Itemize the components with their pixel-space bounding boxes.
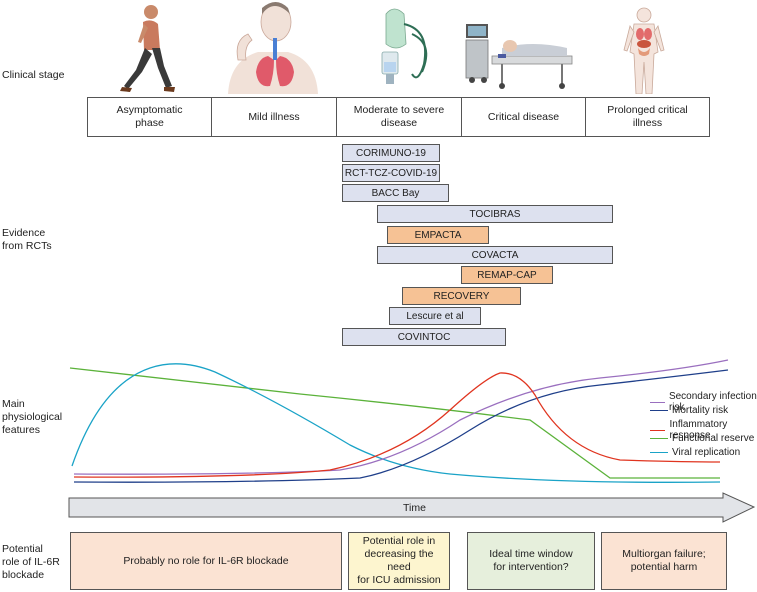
trial-recovery: RECOVERY bbox=[402, 287, 521, 305]
row-label-role: Potential role of IL-6R blockade bbox=[2, 543, 60, 582]
trial-remap-cap: REMAP-CAP bbox=[461, 266, 553, 284]
role-label-line: Multiorgan failure; bbox=[622, 548, 706, 560]
time-label: Time bbox=[403, 502, 426, 514]
row-label-clinical-stage: Clinical stage bbox=[2, 69, 65, 81]
time-arrow bbox=[68, 492, 756, 523]
curve-secondary-infection bbox=[73, 359, 729, 475]
legend-mortality: Mortality risk bbox=[650, 405, 728, 416]
role-label-line: decreasing the need bbox=[364, 548, 434, 573]
coughing-person-lungs-icon bbox=[228, 2, 318, 94]
row-label-role-line: Potential bbox=[2, 543, 43, 555]
stage-critical: Critical disease bbox=[461, 97, 586, 137]
trial-rct-tcz: RCT-TCZ-COVID-19 bbox=[342, 164, 440, 182]
legend-swatch bbox=[650, 452, 668, 453]
stage-label-line: Asymptomatic bbox=[116, 104, 183, 116]
legend-label: Functional reserve bbox=[672, 433, 755, 444]
walking-person-icon bbox=[120, 5, 175, 92]
stage-label-line: illness bbox=[632, 117, 663, 129]
legend-swatch bbox=[650, 401, 665, 403]
stage-label-line: disease bbox=[380, 117, 418, 129]
row-label-physiological-line: Main bbox=[2, 398, 25, 410]
row-label-evidence-line: Evidence bbox=[2, 227, 46, 239]
role-potential-harm: Multiorgan failure;potential harm bbox=[601, 532, 727, 590]
role-label-line: for ICU admission bbox=[357, 574, 441, 586]
row-label-physiological-line: physiological bbox=[2, 411, 63, 423]
role-label-line: Potential role in bbox=[362, 535, 436, 547]
role-label-line: Probably no role for IL-6R blockade bbox=[123, 554, 289, 567]
legend-secondary-infection: Secondary infection risk bbox=[650, 391, 757, 413]
legend-viral-replication: Viral replication bbox=[650, 447, 740, 458]
row-label-evidence: Evidence from RCTs bbox=[2, 227, 52, 253]
row-label-physiological: Main physiological features bbox=[2, 398, 62, 437]
row-label-evidence-line: from RCTs bbox=[2, 240, 52, 252]
trial-covacta: COVACTA bbox=[377, 246, 613, 264]
legend-label: Inflammatory response bbox=[669, 419, 728, 441]
trial-empacta: EMPACTA bbox=[387, 226, 489, 244]
legend-label: Secondary infection risk bbox=[668, 391, 757, 413]
role-label-line: for intervention? bbox=[493, 561, 569, 573]
stage-label-line: Critical disease bbox=[487, 110, 560, 123]
role-no-role: Probably no role for IL-6R blockade bbox=[70, 532, 342, 590]
curve-inflammatory bbox=[73, 372, 721, 478]
legend-swatch bbox=[650, 429, 666, 431]
trial-tocibras: TOCIBRAS bbox=[377, 205, 613, 223]
human-organs-icon bbox=[623, 7, 665, 94]
stage-label-line: Mild illness bbox=[248, 110, 300, 123]
stage-label-line: Prolonged critical bbox=[607, 104, 688, 116]
legend-label: Viral replication bbox=[672, 447, 741, 458]
role-label-line: Ideal time window bbox=[489, 548, 573, 560]
trial-covintoc: COVINTOC bbox=[342, 328, 506, 346]
legend-inflammatory: Inflammatory response bbox=[650, 419, 757, 441]
legend-swatch bbox=[650, 410, 668, 411]
trial-lescure: Lescure et al bbox=[389, 307, 481, 325]
role-label-line: potential harm bbox=[630, 561, 698, 573]
stage-label-line: Moderate to severe bbox=[353, 104, 445, 116]
row-label-role-line: role of IL-6R bbox=[2, 556, 60, 568]
trial-bacc-bay: BACC Bay bbox=[342, 184, 449, 202]
stage-label-line: phase bbox=[135, 117, 164, 129]
oxygen-mask-icon bbox=[381, 8, 428, 84]
hospital-bed-icon bbox=[465, 24, 573, 89]
legend-functional-reserve: Functional reserve bbox=[650, 433, 754, 444]
curve-functional-reserve bbox=[69, 367, 720, 479]
trial-corimuno: CORIMUNO-19 bbox=[342, 144, 440, 162]
row-label-role-line: blockade bbox=[2, 569, 45, 581]
stage-mild-illness: Mild illness bbox=[211, 97, 337, 137]
curve-viral-replication bbox=[71, 363, 721, 483]
legend-swatch bbox=[650, 438, 668, 439]
row-label-physiological-line: features bbox=[2, 424, 40, 436]
curve-mortality bbox=[73, 369, 729, 483]
legend-label: Mortality risk bbox=[672, 405, 729, 416]
